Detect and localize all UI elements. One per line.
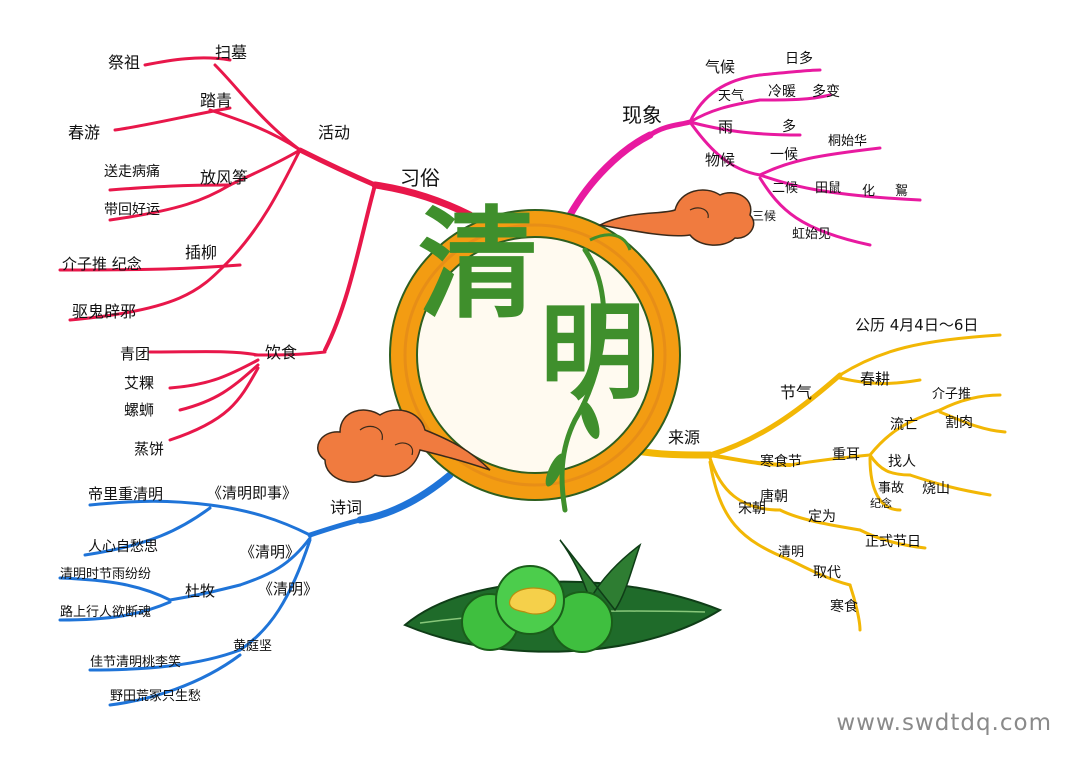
song-label: 送走病痛: [104, 164, 160, 180]
poem2-author: 杜牧: [185, 582, 216, 600]
center-emblem: [389, 209, 681, 513]
customs-label: 习俗: [400, 166, 440, 190]
phenology-first-value: 桐始华: [828, 134, 868, 149]
cold-food-label: 寒食节: [760, 454, 802, 470]
watermark: www.swdtdq.com: [836, 710, 1052, 736]
title-ming: 明: [540, 290, 646, 414]
chonger-label: 重耳: [832, 447, 860, 463]
phenology-second-value1: 田鼠: [815, 181, 842, 196]
dingwei-label: 定为: [808, 509, 836, 525]
food-item-3: 蒸饼: [134, 440, 165, 458]
zhaoren-label: 找人: [888, 454, 916, 470]
title-qing: 清: [418, 194, 538, 335]
phenology-first-label: 一候: [770, 147, 798, 163]
fangfengzheng-label: 放风筝: [200, 168, 249, 187]
poetry-branches: [58, 471, 454, 707]
phenology-second-label: 二候: [772, 181, 799, 196]
poetry-label: 诗词: [330, 498, 363, 517]
poem1-line2: 人心自愁思: [88, 539, 158, 555]
weather-value1: 冷暖: [768, 84, 796, 100]
poem1-title: 《清明即事》: [207, 484, 298, 502]
food-item-2: 螺蛳: [124, 401, 155, 419]
phenology-second-value2: 化: [862, 184, 876, 199]
solar-term-label: 节气: [780, 383, 813, 402]
poem2-line1: 清明时节雨纷纷: [60, 567, 152, 582]
song-label: 宋朝: [738, 501, 766, 517]
cold-food-jinian-label: 纪念: [870, 497, 892, 510]
climate-label: 气候: [705, 58, 736, 76]
cloud-top-right: [597, 189, 755, 246]
climate-value: 日多: [785, 51, 813, 67]
tang-label: 唐朝: [760, 489, 788, 505]
phenomena-label: 现象: [622, 103, 662, 127]
qingtuan-illustration: [403, 539, 723, 653]
poem2-title: 《清明》: [240, 543, 301, 561]
food-item-0: 青团: [120, 345, 151, 363]
poem3-title: 《清明》: [258, 580, 319, 598]
phenology-third-value: 虹始见: [792, 227, 832, 242]
poem2-line2: 路上行人欲断魂: [60, 605, 152, 620]
liuwang-label: 流亡: [890, 417, 918, 433]
saomu-label: 扫墓: [215, 43, 248, 62]
weather-value2: 多变: [812, 84, 840, 100]
poem3-author: 黄庭坚: [233, 639, 273, 654]
phenology-second-value3: 鴽: [895, 184, 909, 199]
solar-term-date: 公历 4月4日～6日: [855, 316, 979, 334]
rain-value: 多: [782, 119, 796, 135]
food-label: 饮食: [265, 343, 298, 362]
quxie-label: 驱鬼辟邪: [72, 302, 137, 321]
shaoshan-label: 烧山: [922, 481, 950, 497]
qudai-label: 取代: [813, 565, 841, 581]
origin-branches: [626, 333, 1007, 632]
cloud-left: [317, 409, 491, 483]
origin-label: 来源: [668, 428, 701, 447]
phenology-label: 物候: [705, 151, 736, 169]
poem1-line1: 帝里重清明: [88, 485, 164, 503]
taqing-label: 踏青: [200, 91, 233, 110]
festival-label: 正式节日: [865, 534, 921, 550]
food-item-1: 艾粿: [124, 374, 155, 392]
poem3-line2: 野田荒冢只生愁: [110, 689, 202, 704]
chaliu-label: 插柳: [185, 243, 218, 262]
shigu-label: 事故: [878, 481, 905, 496]
chunyou-label: 春游: [68, 123, 101, 142]
customs-branches: [58, 56, 474, 442]
phenomena-branches: [566, 68, 922, 247]
hanshi-label: 寒食: [830, 599, 858, 615]
gerou-label: 割肉: [945, 415, 973, 431]
dai-label: 带回好运: [104, 202, 160, 218]
rain-label: 雨: [718, 118, 734, 136]
jinian-label: 介子推 纪念: [62, 255, 142, 273]
weather-label: 天气: [718, 89, 745, 104]
jzt-label: 介子推: [932, 387, 972, 402]
phenology-third-label: 三候: [752, 209, 777, 223]
jizu-label: 祭祖: [108, 53, 141, 72]
activities-label: 活动: [318, 123, 351, 142]
poem3-line1: 佳节清明桃李笑: [90, 655, 182, 670]
song-qingming: 清明: [778, 545, 805, 560]
plough-label: 春耕: [860, 370, 891, 388]
